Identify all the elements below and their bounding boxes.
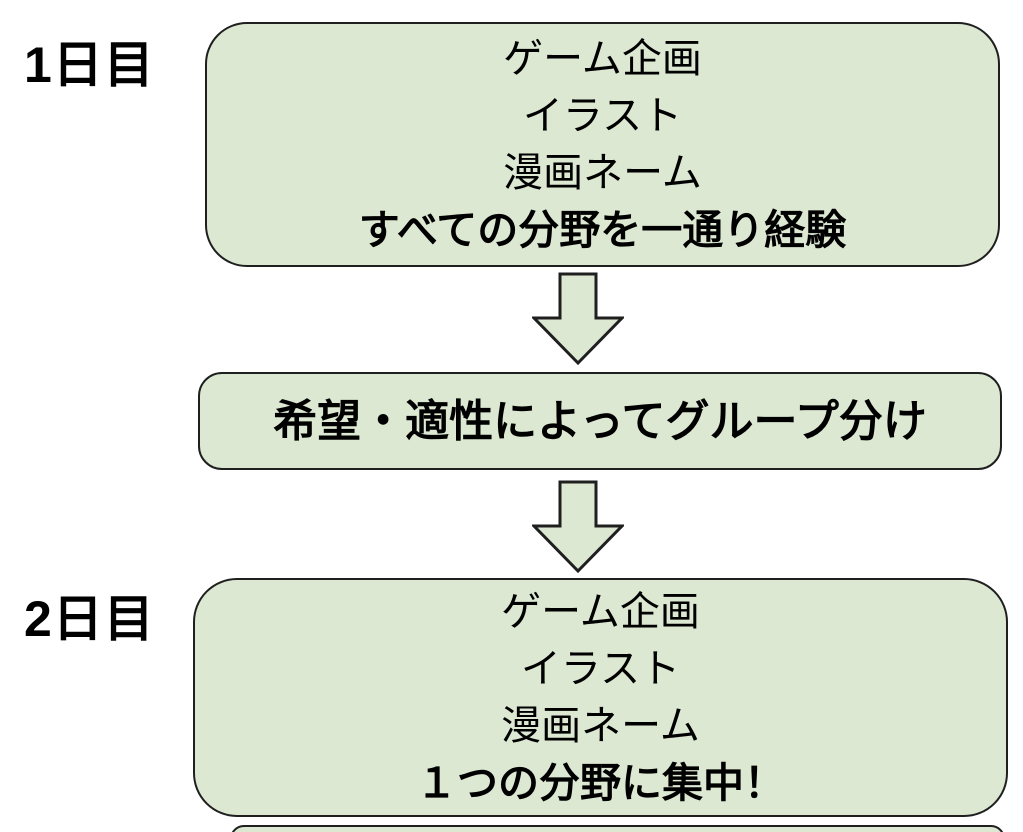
day2-line-illustration: イラスト xyxy=(520,646,681,691)
day2-label: 2日目 xyxy=(24,591,155,647)
day2-line-manga-storyboard: 漫画ネーム xyxy=(501,703,700,748)
day1-activities-box: ゲーム企画 イラスト 漫画ネーム すべての分野を一通り経験 xyxy=(205,22,1000,267)
day1-emphasis-line: すべての分野を一通り経験 xyxy=(358,206,847,253)
day1-label: 1日目 xyxy=(24,37,155,93)
down-arrow-icon xyxy=(532,480,624,574)
day2-line-game-planning: ゲーム企画 xyxy=(501,589,700,634)
day2-emphasis-line: １つの分野に集中！ xyxy=(416,759,785,806)
day1-line-game-planning: ゲーム企画 xyxy=(503,36,702,81)
day1-line-manga-storyboard: 漫画ネーム xyxy=(503,150,702,195)
next-box-partial xyxy=(230,825,1005,832)
down-arrow-icon xyxy=(532,272,624,366)
day2-activities-box: ゲーム企画 イラスト 漫画ネーム １つの分野に集中！ xyxy=(193,578,1008,817)
grouping-box: 希望・適性によってグループ分け xyxy=(198,372,1002,470)
day1-line-illustration: イラスト xyxy=(522,93,683,138)
grouping-text: 希望・適性によってグループ分け xyxy=(273,396,927,446)
